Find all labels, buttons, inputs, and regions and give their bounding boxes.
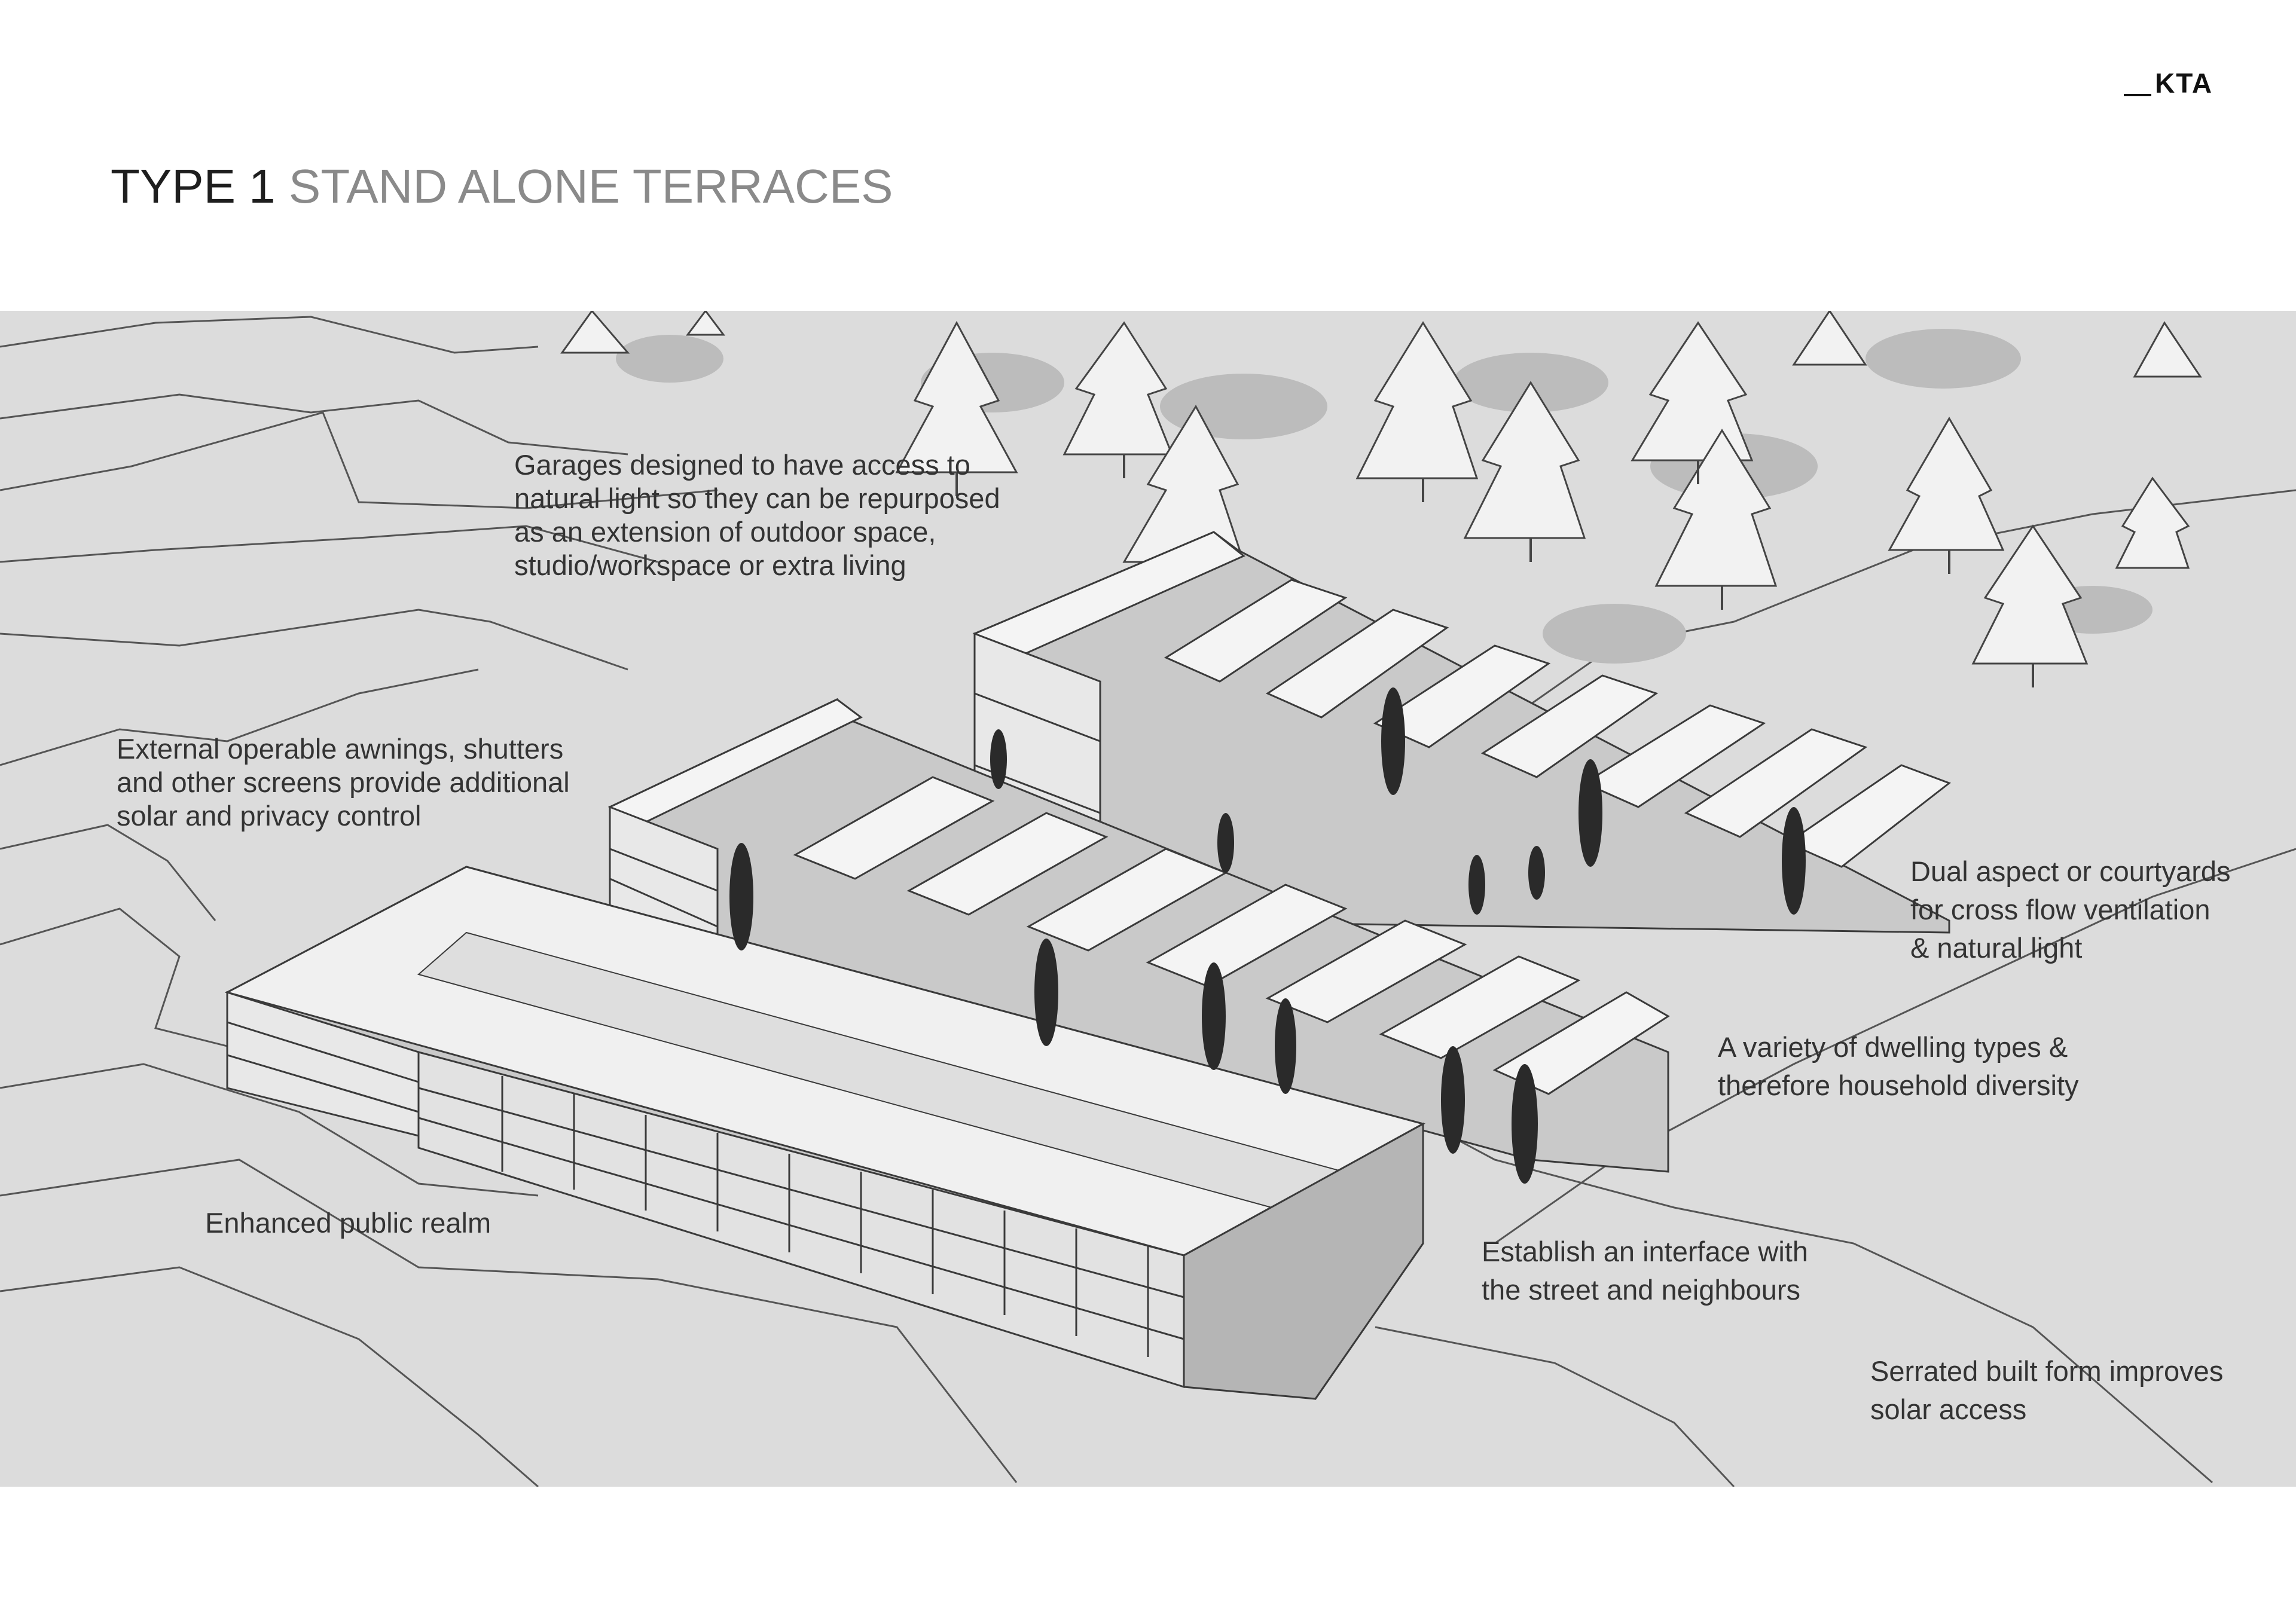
title-type: TYPE 1	[111, 160, 276, 213]
axonometric-illustration: Garages designed to have access to natur…	[0, 311, 2296, 1487]
annotation-interface: Establish an interface with the street a…	[1482, 1236, 1809, 1306]
annotation-serrated: Serrated built form improves solar acces…	[1870, 1355, 2224, 1425]
logo-dash-icon	[2124, 94, 2151, 96]
kta-logo: KTA	[2124, 67, 2213, 103]
front-row-terraces	[224, 866, 1425, 1400]
annotation-dual-aspect: Dual aspect or courtyards for cross flow…	[1910, 855, 2231, 964]
title-name: STAND ALONE TERRACES	[288, 160, 893, 213]
trees	[560, 311, 2202, 665]
terraces-drawing	[0, 311, 2296, 1487]
page-title: TYPE 1 STAND ALONE TERRACES	[111, 157, 1067, 216]
logo-text: KTA	[2155, 68, 2213, 99]
middle-row-terraces	[607, 698, 1670, 1173]
annotation-garages: Garages designed to have access to natur…	[514, 449, 1000, 581]
cypress-trees	[729, 687, 1806, 1184]
annotation-dwelling-types: A variety of dwelling types & therefore …	[1718, 1031, 2079, 1101]
annotation-public-realm: Enhanced public realm	[205, 1207, 491, 1239]
annotation-awnings: External operable awnings, shutters and …	[117, 733, 570, 832]
